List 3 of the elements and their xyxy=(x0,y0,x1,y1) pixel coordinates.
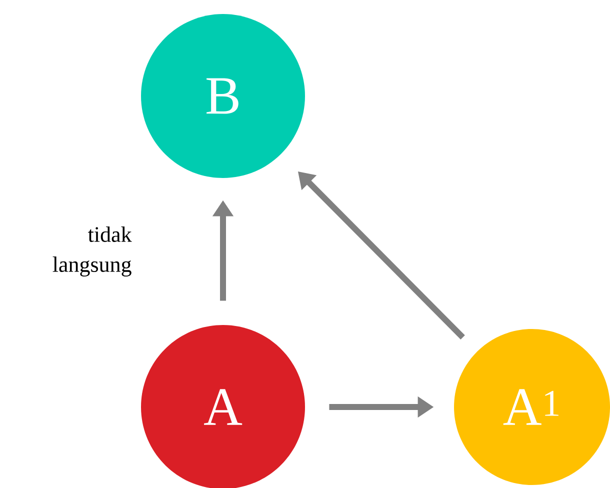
circle-node: B xyxy=(141,14,305,178)
circle-node: A$^{1}$ xyxy=(454,329,610,485)
edge-label: tidak langsung xyxy=(40,226,133,278)
